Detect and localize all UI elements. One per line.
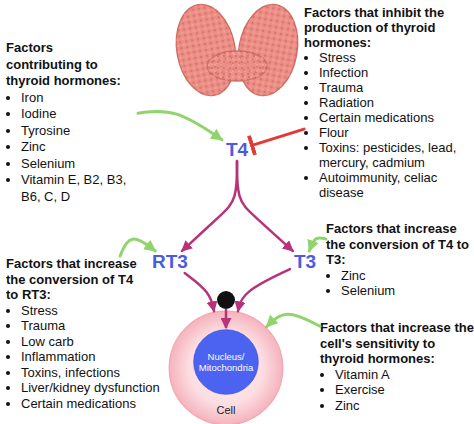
list-item: Zinc [335,398,474,414]
hormone-name: RT3 [149,251,191,273]
list-item: Vitamin A [335,367,474,383]
list-item: Stress [319,50,474,65]
connector-arrow [120,239,155,256]
hormone-name: T3 [290,251,320,273]
list-item: Low carb [21,334,170,350]
list-item: Infection [319,65,474,80]
list-item: Toxins, infections [21,365,170,381]
connector-arrow [252,129,304,145]
list-item: Radiation [319,95,474,110]
factor-items: StressInfectionTraumaRadiationCertain me… [304,50,474,200]
nucleus-circle: Nucleus/ Mitochondria [193,329,259,395]
factor-list: Factors contributing to thyroid hormones… [6,40,138,205]
thyroid-texture [169,0,242,100]
connector-arrow [309,238,326,251]
factor-items: Vitamin AExerciseZinc [320,367,474,414]
list-item: Trauma [21,318,170,334]
cell-circle: Cell Nucleus/ Mitochondria [168,310,284,424]
factor-items: ZincSelenium [326,268,474,299]
factor-items: StressTraumaLow carbInflammationToxins, … [6,303,170,412]
list-item: Trauma [319,80,474,95]
list-item: Toxins: pesticides, lead, mercury, cadmi… [319,140,474,170]
receptor-dot [217,291,235,309]
list-item: Exercise [335,382,474,398]
list-item: Certain medications [319,110,474,125]
list-item: Zinc [21,139,138,156]
hormone-node: T4 [222,139,252,161]
list-item: Iodine [21,106,138,123]
thyroid-lobe [231,0,304,100]
factor-list: Factors that increase the conversion of … [326,221,474,299]
list-heading: Factors contributing to thyroid hormones… [6,40,130,90]
list-item: Selenium [341,283,474,299]
cell-label: Cell [168,404,284,416]
list-item: Certain medications [21,396,170,412]
thyroid-isthmus [207,51,267,81]
list-item: Autoimmunity, celiac disease [319,170,474,200]
list-item: Iron [21,90,138,107]
list-item: Zinc [341,268,474,284]
list-item: Stress [21,303,170,319]
nucleus-label: Nucleus/ Mitochondria [196,351,256,373]
connector-arrow [237,161,293,251]
list-heading: Factors that increase the conversion of … [6,256,146,303]
connector-arrow [185,273,214,311]
nucleus-shape [194,330,259,395]
list-heading: Factors that increase the cell's sensiti… [320,320,474,367]
connector-arrow [182,161,237,251]
factor-items: IronIodineTyrosineZincSeleniumVitamin E,… [6,90,138,206]
connector-arrow [267,314,320,326]
thyroid-lobe [169,0,242,100]
thyroid-texture [231,0,304,100]
factor-list: Factors that increase the conversion of … [6,256,170,411]
factor-list: Factors that increase the cell's sensiti… [320,320,474,413]
hormone-node: T3 [290,251,320,273]
list-item: Vitamin E, B2, B3, B6, C, D [21,172,138,205]
list-heading: Factors that inhibit the production of t… [304,5,472,50]
list-item: Tyrosine [21,123,138,140]
connector-arrow [138,111,222,140]
connector-arrow [238,269,290,311]
list-item: Selenium [21,156,138,173]
hormone-node: RT3 [149,251,191,273]
thyroid-gland [169,0,304,100]
factor-list: Factors that inhibit the production of t… [304,5,474,200]
list-heading: Factors that increase the conversion of … [326,221,474,268]
thyroid-texture [207,51,267,81]
list-item: Inflammation [21,349,170,365]
hormone-name: T4 [222,139,252,161]
list-item: Liver/kidney dysfunction [21,380,170,396]
list-item: Flour [319,125,474,140]
